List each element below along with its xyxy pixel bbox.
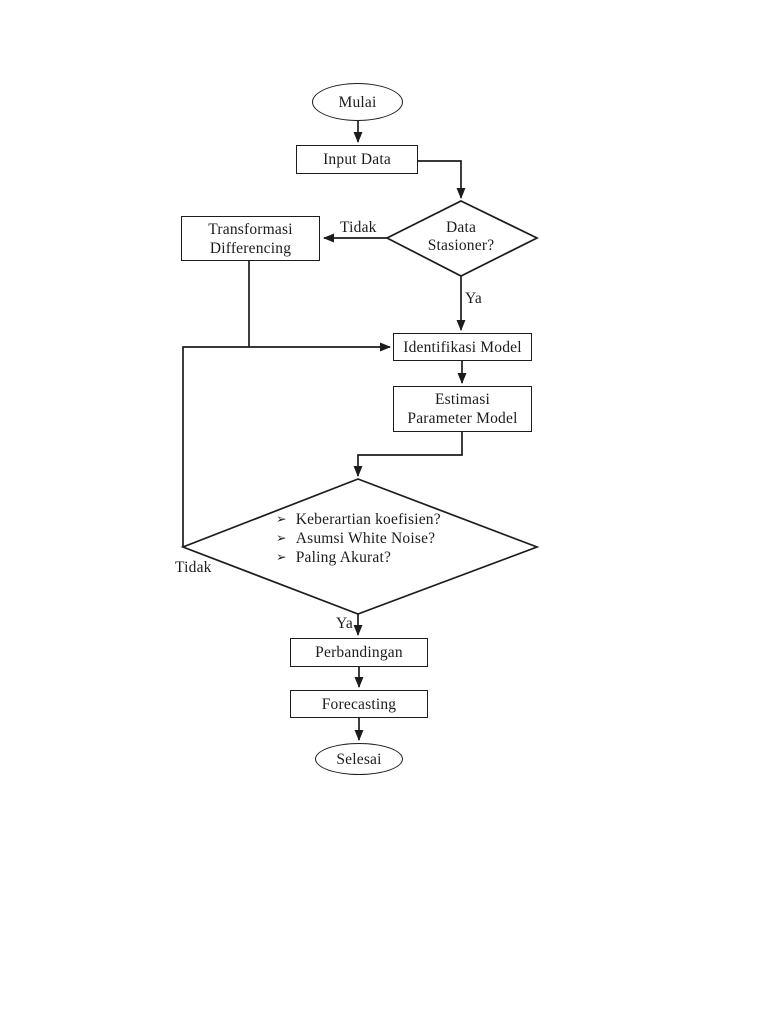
edge-label-diagnostic-yes: Ya bbox=[336, 615, 353, 632]
estimate-line1: Estimasi bbox=[435, 391, 490, 408]
criteria-text: Paling Akurat? bbox=[295, 549, 392, 566]
estimate-line2: Parameter Model bbox=[407, 410, 518, 427]
start-node: Mulai bbox=[312, 83, 403, 121]
forecasting-label: Forecasting bbox=[321, 695, 397, 713]
end-node: Selesai bbox=[315, 743, 403, 775]
transform-line2: Differencing bbox=[209, 239, 292, 257]
criteria-item: ➢ Keberartian koefisien? bbox=[276, 511, 441, 530]
diagnostic-criteria-list: ➢ Keberartian koefisien? ➢ Asumsi White … bbox=[276, 511, 441, 568]
transform-line1: Transformasi bbox=[208, 220, 293, 238]
arrow-bullet-icon: ➢ bbox=[276, 511, 287, 526]
end-label: Selesai bbox=[336, 750, 382, 768]
edge-estimate-to-diagnostic bbox=[353, 432, 463, 477]
input-data-label: Input Data bbox=[323, 151, 391, 168]
arrow-bullet-icon: ➢ bbox=[276, 549, 287, 564]
edge-label-diagnostic-no: Tidak bbox=[175, 559, 212, 576]
edge-label-stationary-yes: Ya bbox=[465, 290, 482, 307]
transform-differencing-node: Transformasi Differencing bbox=[181, 216, 320, 261]
stationary-decision-text: Data Stasioner? bbox=[401, 219, 521, 255]
edge-label-stationary-no: Tidak bbox=[340, 219, 377, 236]
criteria-item: ➢ Asumsi White Noise? bbox=[276, 530, 441, 549]
edge-input-to-stationary bbox=[418, 160, 466, 199]
comparison-node: Perbandingan bbox=[290, 638, 428, 667]
stationary-line1: Data bbox=[445, 219, 477, 236]
estimate-parameters-node: Estimasi Parameter Model bbox=[393, 386, 532, 432]
identify-model-node: Identifikasi Model bbox=[393, 333, 532, 361]
identify-model-label: Identifikasi Model bbox=[403, 338, 522, 356]
start-label: Mulai bbox=[338, 93, 377, 111]
criteria-item: ➢ Paling Akurat? bbox=[276, 549, 441, 568]
stationary-line2: Stasioner? bbox=[427, 237, 495, 254]
criteria-text: Asumsi White Noise? bbox=[295, 530, 436, 547]
arrow-bullet-icon: ➢ bbox=[276, 530, 287, 545]
input-data-node: Input Data bbox=[296, 145, 418, 174]
comparison-label: Perbandingan bbox=[315, 644, 403, 661]
edge-feedback-to-identify bbox=[182, 342, 391, 547]
forecasting-node: Forecasting bbox=[290, 690, 428, 718]
criteria-text: Keberartian koefisien? bbox=[295, 511, 441, 528]
